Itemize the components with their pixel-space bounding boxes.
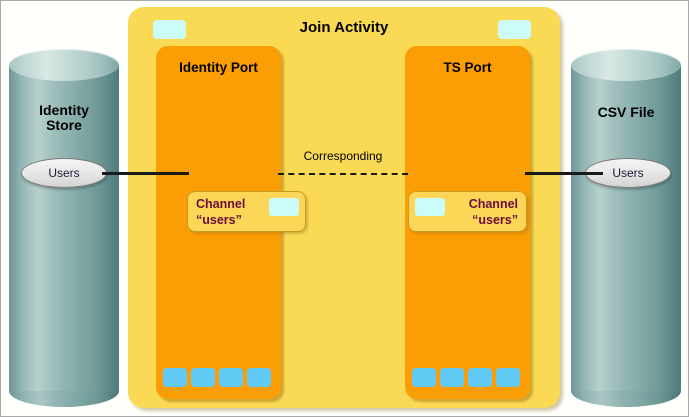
identity-store-label: Identity Store xyxy=(39,102,89,133)
cylinder-top-ellipse xyxy=(9,49,119,81)
csv-file-to-channel-connector xyxy=(525,172,603,175)
csv-file-cylinder[interactable]: CSV File xyxy=(571,49,681,407)
ts-port-channel[interactable]: Channel “users” xyxy=(408,191,527,232)
identity-port-channel[interactable]: Channel “users” xyxy=(187,191,306,232)
activity-badge-right-icon xyxy=(498,20,531,39)
cylinder-body xyxy=(571,65,681,391)
ts-port-slot-3[interactable] xyxy=(468,368,492,387)
identity-store-to-channel-connector xyxy=(102,172,189,175)
identity-port-slot-2[interactable] xyxy=(191,368,215,387)
ts-port-slot-2[interactable] xyxy=(440,368,464,387)
csv-file-label: CSV File xyxy=(597,104,655,120)
join-activity-title: Join Activity xyxy=(299,19,389,36)
ts-port-title: TS Port xyxy=(443,60,492,75)
identity-port-slot-1[interactable] xyxy=(163,368,187,387)
identity-port[interactable]: Identity Port Channel “users” xyxy=(156,46,306,399)
ts-port-slot-row xyxy=(412,368,520,387)
corresponding-connector xyxy=(278,173,408,175)
identity-port-slot-3[interactable] xyxy=(219,368,243,387)
activity-badge-left-icon xyxy=(153,20,186,39)
csv-file-users-label: Users xyxy=(612,166,644,180)
cylinder-top-ellipse xyxy=(571,49,681,81)
identity-store-cylinder[interactable]: Identity Store xyxy=(9,49,119,407)
identity-store-users-label: Users xyxy=(48,166,80,180)
identity-port-slot-row xyxy=(163,368,271,387)
corresponding-label: Corresponding xyxy=(303,149,383,163)
identity-channel-label: Channel “users” xyxy=(196,197,246,227)
join-activity-container[interactable]: Join Activity Identity Port Channel “use… xyxy=(128,7,560,408)
identity-port-title: Identity Port xyxy=(179,60,258,75)
ts-channel-label: Channel “users” xyxy=(468,197,518,227)
identity-port-slot-4[interactable] xyxy=(247,368,271,387)
ts-port[interactable]: TS Port Channel “users” xyxy=(405,46,530,399)
ts-port-slot-4[interactable] xyxy=(496,368,520,387)
identity-store-users-pill[interactable]: Users xyxy=(21,158,107,188)
ts-port-slot-1[interactable] xyxy=(412,368,436,387)
identity-channel-badge-icon xyxy=(269,198,299,216)
cylinder-body xyxy=(9,65,119,391)
ts-channel-badge-icon xyxy=(415,198,445,216)
